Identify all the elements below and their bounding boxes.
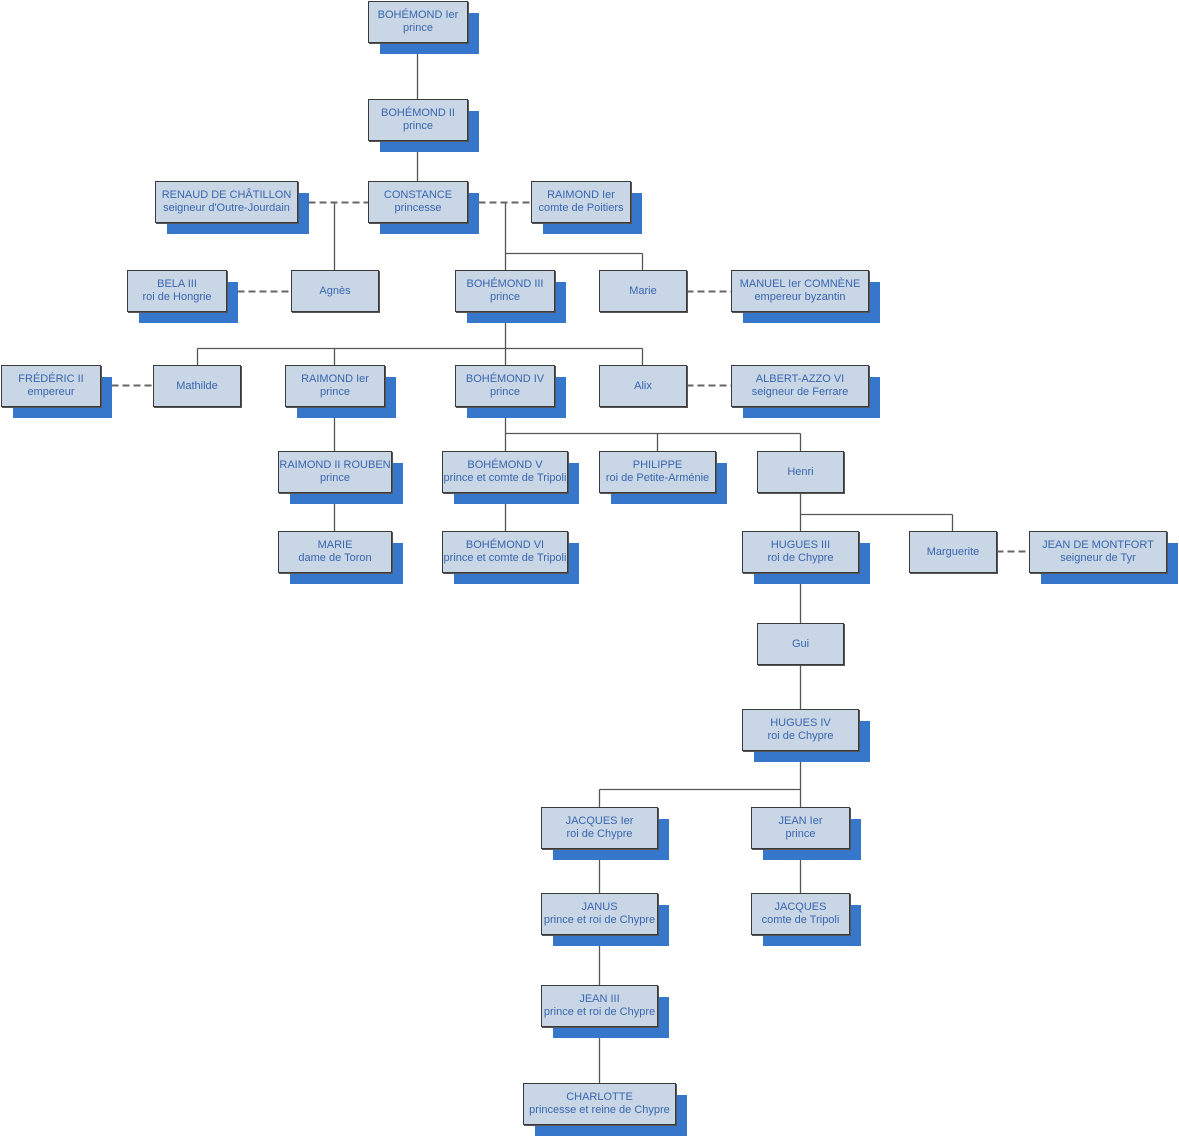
person-name: CHARLOTTE	[566, 1091, 633, 1103]
person-name: JACQUES	[774, 901, 827, 913]
person-name: FRÉDÉRIC II	[18, 373, 84, 385]
person-title: prince	[320, 472, 350, 484]
person-node[interactable]: Marguerite	[909, 531, 997, 573]
person-title: dame de Toron	[298, 552, 372, 564]
person-name: JEAN DE MONTFORT	[1042, 539, 1154, 551]
person-name: Alix	[634, 379, 652, 392]
person-name: Agnès	[319, 284, 351, 297]
person-title: prince et roi de Chypre	[543, 1006, 656, 1018]
person-name: Henri	[787, 465, 814, 478]
person-name: JEAN III	[579, 993, 620, 1005]
person-name: BOHÉMOND IV	[465, 373, 545, 385]
person-title: prince	[320, 386, 350, 398]
person-name: Marguerite	[926, 545, 980, 558]
person-title: roi de Chypre	[767, 730, 834, 742]
person-node[interactable]: Gui	[757, 623, 844, 665]
person-name: RAIMOND Ier	[301, 373, 369, 385]
person-title: prince et comte de Tripoli	[443, 472, 567, 484]
person-name: BOHÉMOND V	[467, 459, 543, 471]
person-title: prince et comte de Tripoli	[443, 552, 567, 564]
person-node[interactable]: Alix	[599, 365, 687, 407]
person-name: RENAUD DE CHÂTILLON	[161, 189, 292, 201]
person-title: prince	[490, 386, 520, 398]
person-node[interactable]: Agnès	[291, 270, 379, 312]
person-name: HUGUES IV	[770, 717, 831, 729]
person-name: BOHÉMOND Ier	[377, 9, 459, 21]
person-title: seigneur de Ferrare	[751, 386, 849, 398]
person-name: Gui	[791, 637, 810, 650]
person-title: prince	[785, 828, 816, 840]
person-name: JEAN Ier	[778, 815, 823, 827]
person-name: RAIMOND II ROUBEN	[279, 459, 391, 471]
person-name: BOHÉMOND II	[381, 107, 455, 119]
person-title: empereur byzantin	[754, 291, 846, 303]
person-node[interactable]: Henri	[757, 451, 844, 493]
person-title: roi de Chypre	[566, 828, 633, 840]
person-title: comte de Tripoli	[761, 914, 840, 926]
person-name: Mathilde	[176, 379, 218, 392]
person-title: princesse et reine de Chypre	[529, 1104, 670, 1116]
person-title: princesse	[394, 202, 442, 214]
person-name: RAIMOND Ier	[547, 189, 615, 201]
person-name: MANUEL Ier COMNÈNE	[739, 278, 861, 290]
person-title: empereur	[27, 386, 75, 398]
person-title: roi de Hongrie	[142, 291, 212, 303]
person-node[interactable]: Marie	[599, 270, 687, 312]
person-name: JACQUES Ier	[565, 815, 634, 827]
person-title: seigneur d'Outre-Jourdain	[163, 202, 290, 214]
person-title: prince	[403, 120, 433, 132]
person-title: comte de Poitiers	[538, 202, 624, 214]
person-title: seigneur de Tyr	[1060, 552, 1136, 564]
person-name: Marie	[629, 284, 657, 297]
person-name: ALBERT-AZZO VI	[755, 373, 845, 385]
person-name: PHILIPPE	[632, 459, 683, 471]
person-name: HUGUES III	[770, 539, 831, 551]
person-name: MARIE	[317, 539, 353, 551]
person-name: BOHÉMOND VI	[465, 539, 545, 551]
person-title: roi de Petite-Arménie	[605, 472, 710, 484]
person-name: BOHÉMOND III	[466, 278, 544, 290]
person-name: CONSTANCE	[383, 189, 453, 201]
person-title: prince	[490, 291, 520, 303]
person-title: roi de Chypre	[767, 552, 834, 564]
person-title: prince et roi de Chypre	[543, 914, 656, 926]
person-name: BELA III	[157, 278, 197, 290]
person-title: prince	[403, 22, 433, 34]
person-node[interactable]: Mathilde	[153, 365, 241, 407]
person-name: JANUS	[581, 901, 618, 913]
